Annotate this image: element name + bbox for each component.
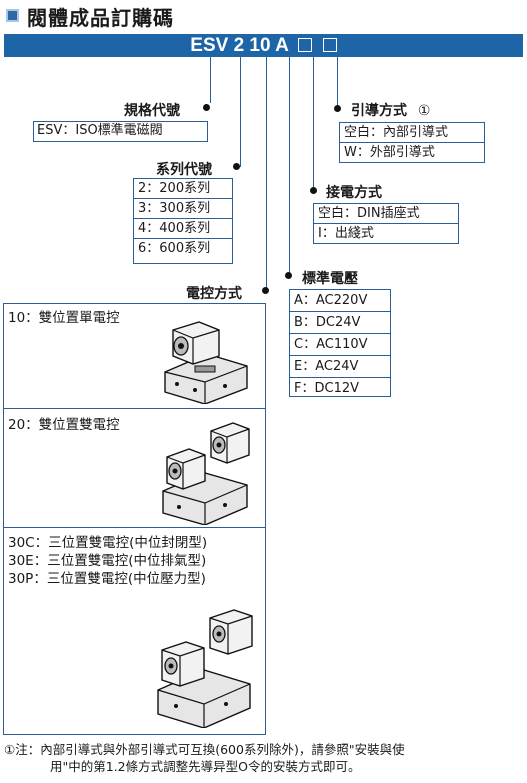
spec-value: ESV：ISO標準電磁閥 <box>33 121 208 142</box>
series-item: 3：300系列 <box>134 199 232 219</box>
title-square-icon <box>6 9 19 22</box>
spec-label: 規格代號 <box>124 103 180 119</box>
series-dot <box>233 163 240 170</box>
single-solenoid-valve-icon <box>164 321 248 404</box>
footnote-mark: ①注： <box>4 742 41 757</box>
control-section-three-position: 30C：三位置雙電控(中位封閉型) 30E：三位置雙電控(中位排氣型) 30P：… <box>4 528 265 735</box>
connection-label: 接電方式 <box>326 185 382 201</box>
order-code-text: ESV 2 10 A <box>190 35 289 56</box>
voltage-dot <box>285 272 292 279</box>
double-solenoid-valve-icon <box>162 422 250 525</box>
control-option: 30E：三位置雙電控(中位排氣型) <box>8 553 207 569</box>
footnote: ①注：內部引導式與外部引導式可互換(600系列除外)，請參照"安裝與使 用"中的… <box>4 741 526 775</box>
control-option: 20：雙位置雙電控 <box>8 417 120 433</box>
series-label: 系列代號 <box>156 162 212 178</box>
pilot-item: W：外部引導式 <box>344 145 435 160</box>
series-list: 2：200系列 3：300系列 4：400系列 6：600系列 <box>133 178 233 264</box>
control-option: 30C：三位置雙電控(中位封閉型) <box>8 535 208 551</box>
series-item: 6：600系列 <box>138 241 211 256</box>
voltage-item: E：AC24V <box>290 356 390 378</box>
voltage-item: C：AC110V <box>290 334 390 356</box>
pilot-item: 空白：內部引導式 <box>340 123 484 143</box>
placeholder-square-icon <box>322 38 337 52</box>
footnote-line-2: 用"中的第1.2條方式調整先導异型O令的安裝方式即可。 <box>50 759 361 774</box>
series-item: 4：400系列 <box>134 219 232 239</box>
series-item: 2：200系列 <box>134 179 232 199</box>
note-mark-icon: ① <box>417 103 431 119</box>
connection-item: 空白：DIN插座式 <box>314 204 458 224</box>
voltage-label: 標準電壓 <box>302 271 358 287</box>
order-code-banner: ESV 2 10 A <box>4 34 523 57</box>
order-code: ESV 2 10 A <box>4 34 523 57</box>
connection-list: 空白：DIN插座式 I：出綫式 <box>313 203 459 244</box>
control-section-double: 20：雙位置雙電控 <box>4 409 265 528</box>
connection-dot <box>310 187 317 194</box>
control-option: 10：雙位置單電控 <box>8 310 120 326</box>
control-dot <box>262 287 269 294</box>
page-title: 閥體成品訂購碼 <box>27 6 174 30</box>
voltage-item: A：AC220V <box>290 290 390 312</box>
spec-dot <box>203 104 210 111</box>
control-option: 30P：三位置雙電控(中位壓力型) <box>8 571 206 587</box>
control-table: 10：雙位置單電控 20：雙位置雙電控 <box>3 303 266 735</box>
footnote-line-1: 內部引導式與外部引導式可互換(600系列除外)，請參照"安裝與使 <box>40 742 405 757</box>
control-label: 電控方式 <box>186 286 242 302</box>
pilot-dot <box>334 105 341 112</box>
connection-item: I：出綫式 <box>318 226 374 241</box>
voltage-list: A：AC220V B：DC24V C：AC110V E：AC24V F：DC12… <box>289 289 391 397</box>
voltage-item: B：DC24V <box>290 312 390 334</box>
placeholder-square-icon <box>298 38 313 52</box>
control-section-single: 10：雙位置單電控 <box>4 304 265 409</box>
pilot-list: 空白：內部引導式 W：外部引導式 <box>339 122 485 163</box>
pilot-label: 引導方式 ① <box>351 103 431 119</box>
voltage-item: F：DC12V <box>294 381 360 396</box>
three-position-valve-icon <box>157 609 253 728</box>
